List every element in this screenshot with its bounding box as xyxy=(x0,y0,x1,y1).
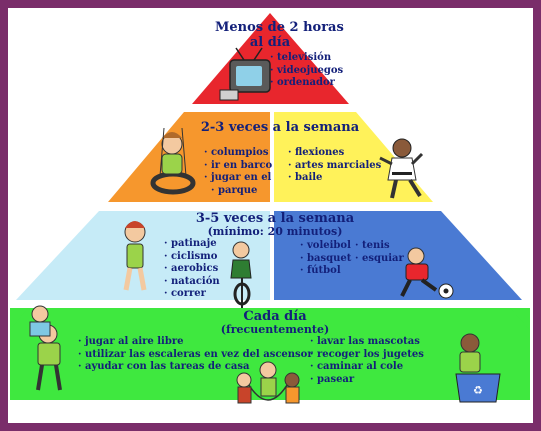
tier4-title-line2: (frecuentemente) xyxy=(220,323,330,336)
tier4-item: recoger los jugetes xyxy=(310,349,424,362)
tier3-right-list-1: voleibol basquet fútbol xyxy=(300,240,351,278)
tier2-item: baile xyxy=(288,172,381,185)
tier4-title-line1: Cada día xyxy=(243,309,307,324)
tier3-item: esquiar xyxy=(355,253,404,266)
child-recycling-icon: ♻ xyxy=(455,333,501,403)
tier4-item: lavar las mascotas xyxy=(310,336,424,349)
tier1-title-line1: Menos de 2 horas xyxy=(215,20,344,35)
tier2-item: jugar en el xyxy=(204,172,272,185)
tier2-item: ir en barco xyxy=(204,160,272,173)
karate-kid-icon xyxy=(379,138,424,199)
tier3-item: natación xyxy=(164,276,220,289)
tier4-item: jugar al aire libre xyxy=(78,336,313,349)
kids-piggyback-icon xyxy=(29,305,62,391)
tier4-item: ayudar con las tareas de casa xyxy=(78,361,313,374)
tier2-item: artes marciales xyxy=(288,160,381,173)
tier3-title-line1: 3-5 veces a la semana xyxy=(195,211,355,226)
cyclist-icon xyxy=(230,241,252,308)
tier3-item: patinaje xyxy=(164,238,220,251)
tier3-item: correr xyxy=(164,288,220,301)
tier4-left-list: jugar al aire libre utilizar las escaler… xyxy=(78,336,313,374)
tier2-left-list: columpios ir en barco jugar en el parque xyxy=(204,147,272,197)
pyramid-frame: ♻ Menos de 2 horas al día televisión vid… xyxy=(8,8,533,423)
soccer-player-icon xyxy=(400,247,454,299)
tier1-item: videojuegos xyxy=(270,65,343,78)
tier1-list: televisión videojuegos ordenador xyxy=(270,52,343,90)
tier3-item: fútbol xyxy=(300,265,351,278)
tier2-title: 2-3 veces a la semana xyxy=(200,120,360,135)
tier2-item-continued: parque xyxy=(204,185,272,198)
tier2-right-list: flexiones artes marciales baile xyxy=(288,147,381,185)
tier1-title-line2: al día xyxy=(249,35,291,50)
svg-text:♻: ♻ xyxy=(473,384,483,397)
tier4-top-shape xyxy=(10,308,530,330)
tier4-item: caminar al cole xyxy=(310,361,424,374)
tier3-item: basquet xyxy=(300,253,351,266)
tier3-right-list-2: tenis esquiar xyxy=(355,240,404,265)
tier3-left-list: patinaje ciclismo aerobics natación corr… xyxy=(164,238,220,301)
tier4-item: utilizar las escaleras en vez del ascens… xyxy=(78,349,313,362)
tier2-item: flexiones xyxy=(288,147,381,160)
tier1-item: televisión xyxy=(270,52,343,65)
tier3-title-line2: (mínimo: 20 minutos) xyxy=(207,225,343,238)
tier3-item: ciclismo xyxy=(164,251,220,264)
child-on-swing-icon xyxy=(150,127,196,195)
tier1-item: ordenador xyxy=(270,77,343,90)
tier4-item: pasear xyxy=(310,374,424,387)
tier2-item: columpios xyxy=(204,147,272,160)
girl-stretching-icon xyxy=(123,221,147,291)
tier4-right-list: lavar las mascotas recoger los jugetes c… xyxy=(310,336,424,386)
tier3-item: aerobics xyxy=(164,263,220,276)
tier3-item: tenis xyxy=(355,240,404,253)
tier3-item: voleibol xyxy=(300,240,351,253)
